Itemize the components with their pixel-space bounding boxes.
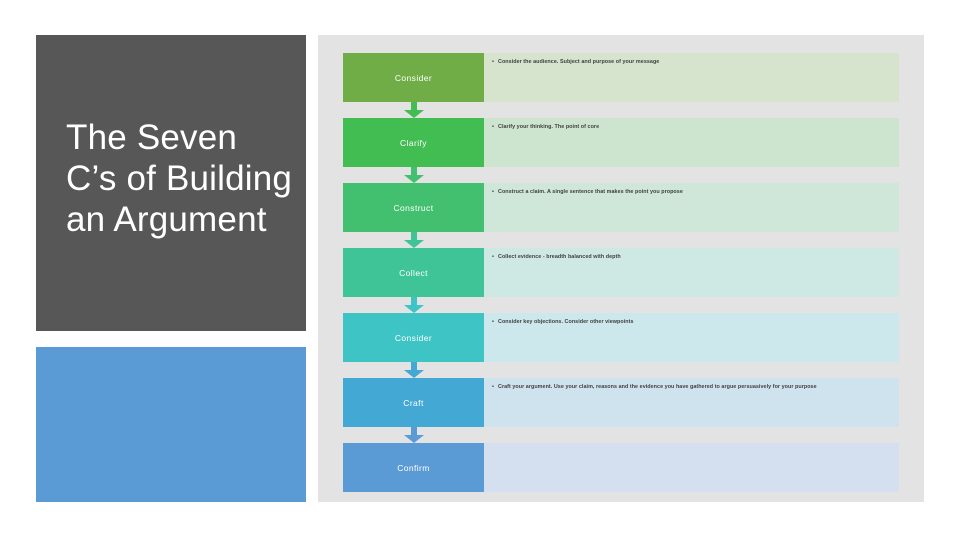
process-step-row: Clarify Clarify your thinking. The point …	[318, 118, 924, 167]
process-step-row: Construct Construct a claim. A single sen…	[318, 183, 924, 232]
process-detail-panel[interactable]: Collect evidence - breadth balanced with…	[484, 248, 899, 297]
process-detail-panel[interactable]	[484, 443, 899, 492]
process-stage-box[interactable]: Construct	[343, 183, 484, 232]
process-detail-panel[interactable]: Clarify your thinking. The point of core	[484, 118, 899, 167]
process-detail-text: Clarify your thinking. The point of core	[492, 124, 891, 131]
process-stage-label: Collect	[399, 267, 428, 278]
flow-arrow-down-icon	[404, 232, 424, 248]
process-stage-box[interactable]: Consider	[343, 313, 484, 362]
process-step-row: Consider Consider key objections. Conside…	[318, 313, 924, 362]
process-detail-panel[interactable]: Consider key objections. Consider other …	[484, 313, 899, 362]
process-stage-label: Consider	[394, 72, 433, 83]
process-stage-box[interactable]: Clarify	[343, 118, 484, 167]
process-stage-box[interactable]: Confirm	[343, 443, 484, 492]
flow-arrow-down-icon	[404, 427, 424, 443]
process-detail-text: Craft your argument. Use your claim, rea…	[492, 384, 891, 391]
process-detail-text: Collect evidence - breadth balanced with…	[492, 254, 891, 261]
process-step-row: Confirm	[318, 443, 924, 492]
process-stage-label: Construct	[393, 202, 434, 213]
page-title: The Seven C’s of Building an Argument	[66, 118, 293, 239]
process-stage-label: Craft	[403, 397, 424, 408]
accent-color-block	[36, 347, 306, 502]
process-stage-label: Consider	[394, 332, 433, 343]
flow-arrow-down-icon	[404, 102, 424, 118]
process-detail-panel[interactable]: Consider the audience. Subject and purpo…	[484, 53, 899, 102]
process-step-row: Collect Collect evidence - breadth balanc…	[318, 248, 924, 297]
process-stage-box[interactable]: Craft	[343, 378, 484, 427]
process-detail-text: Consider key objections. Consider other …	[492, 319, 891, 326]
process-detail-text: Construct a claim. A single sentence tha…	[492, 189, 891, 196]
seven-cs-process-diagram: Consider Consider the audience. Subject a…	[318, 35, 924, 502]
process-stage-box[interactable]: Consider	[343, 53, 484, 102]
process-step-row: Craft Craft your argument. Use your claim…	[318, 378, 924, 427]
process-stage-label: Clarify	[400, 137, 427, 148]
process-detail-panel[interactable]: Construct a claim. A single sentence tha…	[484, 183, 899, 232]
flow-arrow-down-icon	[404, 362, 424, 378]
process-stage-box[interactable]: Collect	[343, 248, 484, 297]
process-stage-label: Confirm	[397, 462, 430, 473]
flow-arrow-down-icon	[404, 297, 424, 313]
flow-arrow-down-icon	[404, 167, 424, 183]
title-panel: The Seven C’s of Building an Argument	[36, 35, 306, 331]
process-detail-panel[interactable]: Craft your argument. Use your claim, rea…	[484, 378, 899, 427]
process-step-row: Consider Consider the audience. Subject a…	[318, 53, 924, 102]
process-detail-text: Consider the audience. Subject and purpo…	[492, 59, 891, 66]
